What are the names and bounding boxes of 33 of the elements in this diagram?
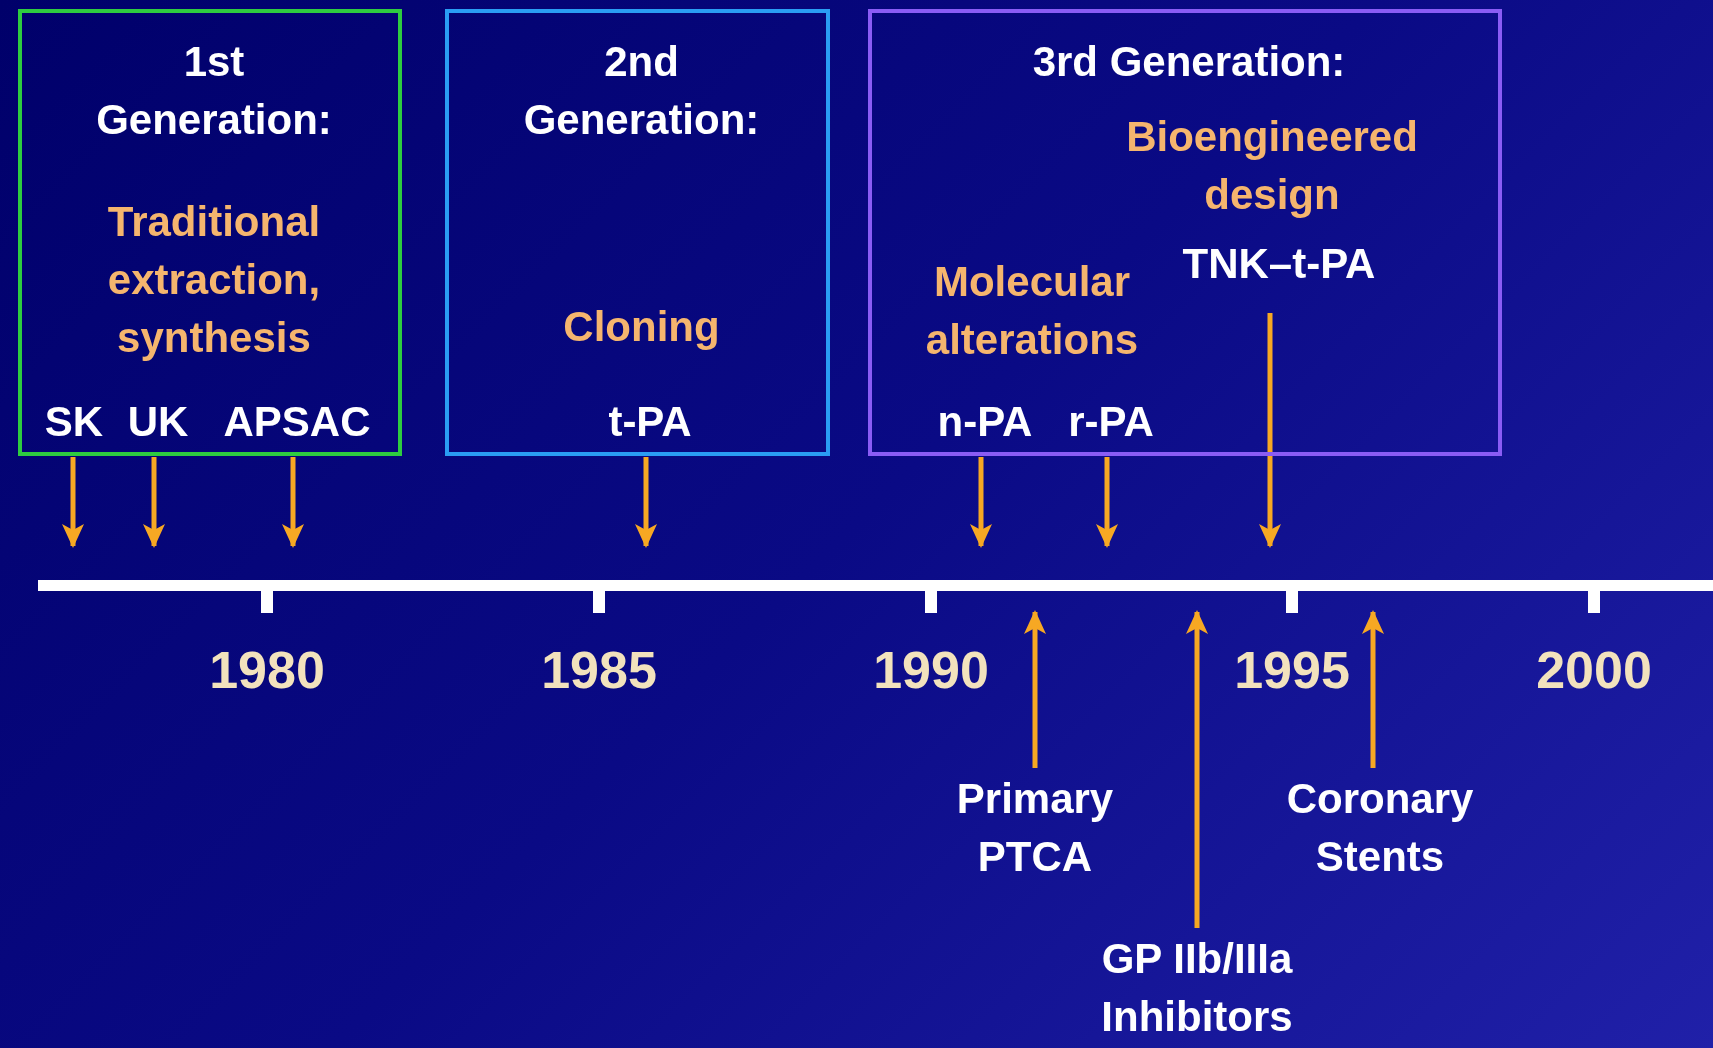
arrow: [1362, 610, 1384, 768]
arrow: [62, 457, 84, 548]
drug-label: TNK–t-PA: [1159, 235, 1399, 311]
arrow: [970, 457, 992, 548]
year-label: 1980: [208, 640, 326, 700]
arrow: [282, 457, 304, 548]
year-label: 1985: [540, 640, 658, 700]
drug-label: n-PA: [925, 393, 1045, 455]
arrow: [1259, 313, 1281, 548]
arrow: [1186, 610, 1208, 928]
year-label: 2000: [1535, 640, 1653, 700]
year-label: 1990: [872, 640, 990, 700]
drug-label: APSAC: [212, 393, 382, 455]
method-text: Cloning: [562, 302, 721, 352]
event-label: Coronary Stents: [1265, 770, 1495, 895]
year-label: 1995: [1233, 640, 1351, 700]
event-label: Primary PTCA: [935, 770, 1135, 895]
arrow: [143, 457, 165, 548]
generation-panel: [868, 9, 1502, 456]
arrow: [635, 457, 657, 548]
arrow: [1096, 457, 1118, 548]
generation-heading: 3rd Generation:: [1031, 37, 1347, 87]
drug-label: t-PA: [590, 393, 710, 455]
method-text: Molecular alterations: [924, 257, 1140, 365]
generation-panel: [445, 9, 830, 456]
event-label: GP IIb/IIIa Inhibitors: [1062, 930, 1332, 1048]
drug-label: r-PA: [1056, 393, 1166, 455]
method-text: Traditional extraction, synthesis: [106, 197, 322, 363]
method-text: Bioengineered design: [1125, 112, 1419, 220]
generation-heading: 2nd Generation:: [522, 37, 761, 145]
arrow: [1024, 610, 1046, 768]
generation-heading: 1st Generation:: [95, 37, 333, 145]
generation-panel: [18, 9, 402, 456]
